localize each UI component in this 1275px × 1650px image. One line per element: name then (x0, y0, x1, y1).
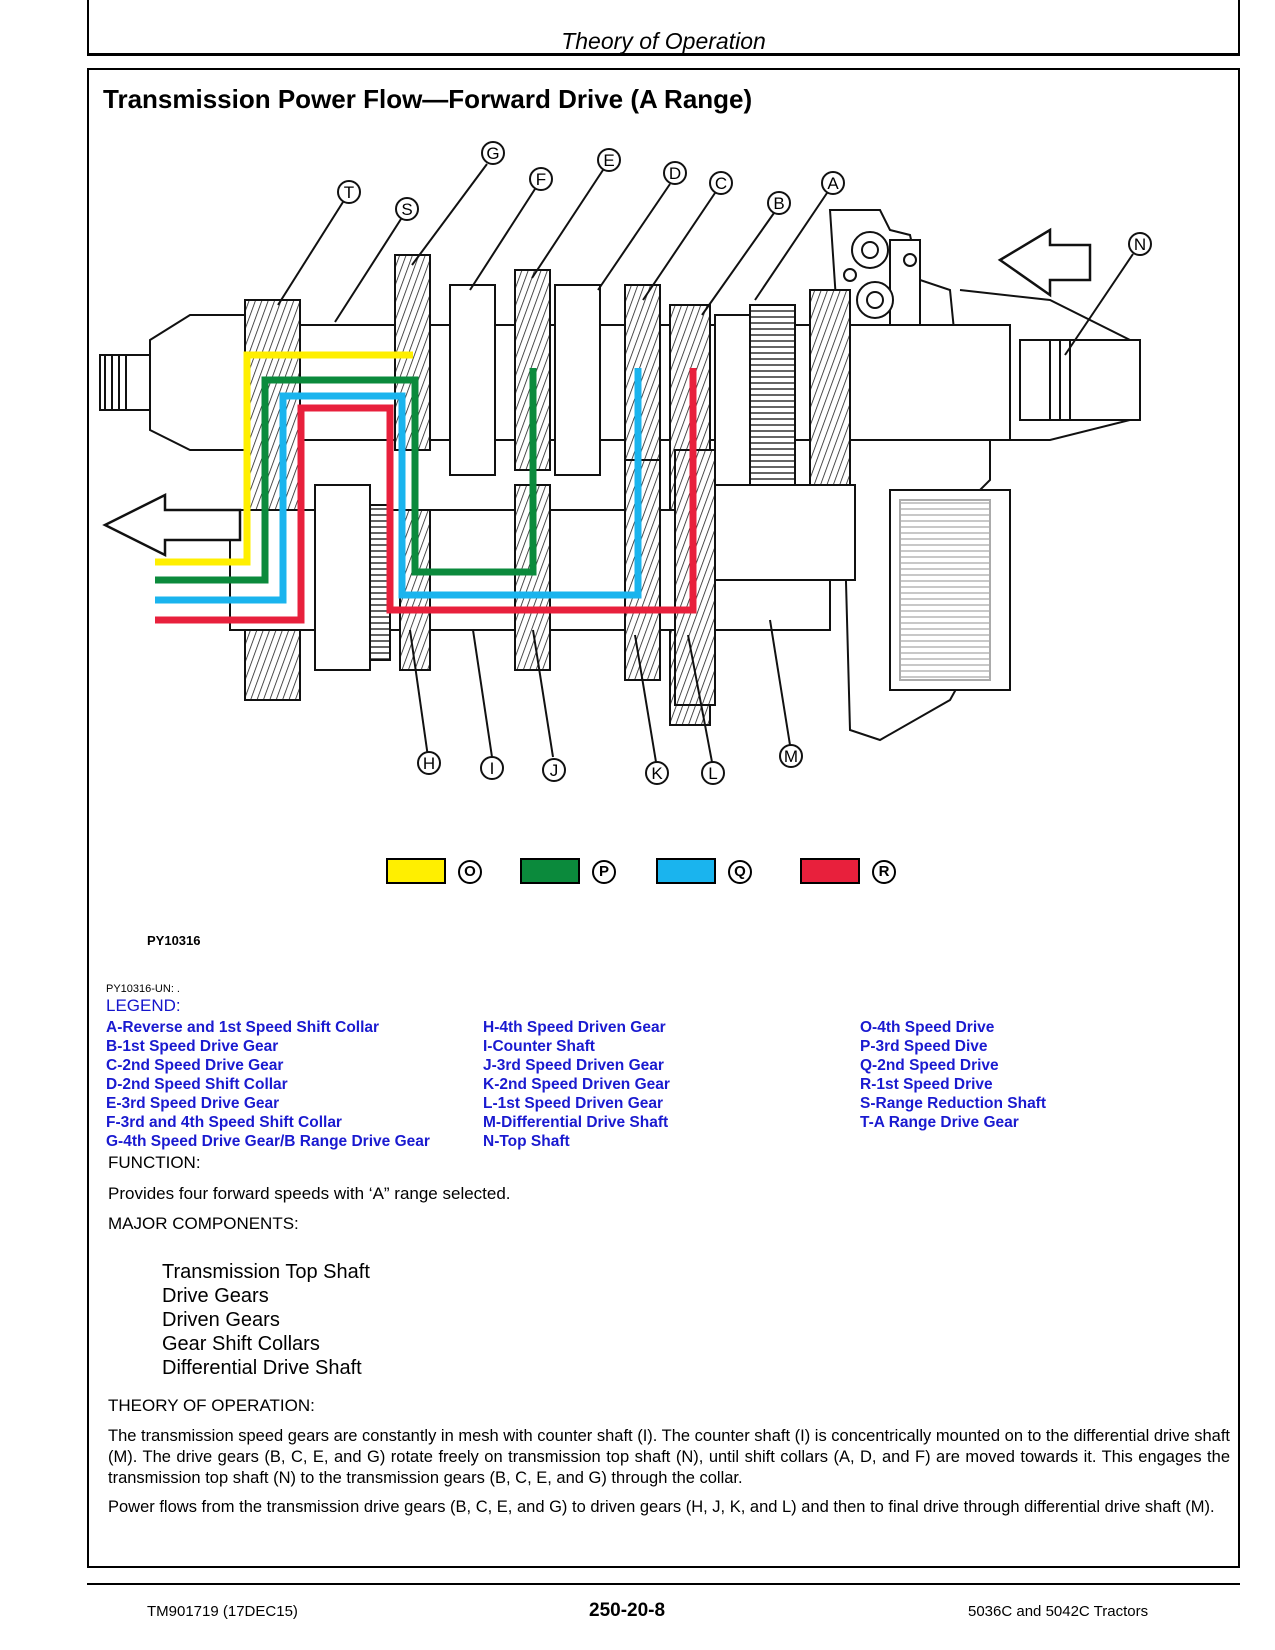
flow-swatch-o (386, 858, 446, 884)
flow-swatch-p (520, 858, 580, 884)
flow-swatch-r (800, 858, 860, 884)
callout-label: C (715, 174, 727, 193)
legend-item: L-1st Speed Driven Gear (483, 1095, 664, 1112)
figure-id: PY10316 (147, 933, 201, 948)
callout-label: M (784, 747, 798, 766)
callout-circles: T S G F E D C B A N H I J K L M (337, 141, 1152, 785)
callout-c: C (709, 171, 733, 195)
output-arrow-icon (102, 492, 242, 558)
content-frame (87, 68, 1240, 1568)
callout-label: L (708, 764, 717, 783)
flow-callout-r: R (872, 860, 896, 884)
legend-item: D-2nd Speed Shift Collar (106, 1076, 288, 1093)
callout-label: G (486, 144, 499, 163)
theory-heading: THEORY OF OPERATION: (108, 1396, 315, 1415)
input-arrow-icon (997, 227, 1092, 298)
legend-column-2: H-4th Speed Driven Gear I-Counter Shaft … (483, 1018, 670, 1151)
figure-un: PY10316-UN: . (106, 983, 180, 995)
transmission-diagram: T S G F E D C B A N H I J K L M (99, 141, 1152, 785)
footer-doc-id: TM901719 (17DEC15) (147, 1603, 298, 1620)
counter-shaft (229, 449, 856, 706)
flow-path-q (155, 368, 642, 604)
flow-path-p (155, 368, 537, 584)
callout-leaders (277, 163, 1134, 763)
components-list: Transmission Top Shaft Drive Gears Drive… (162, 1260, 370, 1380)
callout-label: D (669, 164, 681, 183)
legend-item: S-Range Reduction Shaft (860, 1095, 1047, 1112)
callout-label: A (827, 174, 839, 193)
callout-g: G (481, 141, 505, 165)
callout-label: H (423, 754, 435, 773)
callout-t: T (337, 180, 361, 204)
legend-column-1: A-Reverse and 1st Speed Shift Collar B-1… (106, 1018, 430, 1151)
legend-item: A-Reverse and 1st Speed Shift Collar (106, 1019, 380, 1036)
callout-i: I (480, 756, 504, 780)
header-frame (87, 0, 1240, 56)
callout-d: D (663, 161, 687, 185)
flow-path-o (155, 351, 413, 566)
footer-product: 5036C and 5042C Tractors (968, 1603, 1149, 1620)
legend-item: I-Counter Shaft (483, 1038, 595, 1055)
legend-item: N-Top Shaft (483, 1133, 570, 1150)
callout-label: S (401, 200, 412, 219)
callout-b: B (767, 191, 791, 215)
callout-label: N (1134, 235, 1146, 254)
legend-item: K-2nd Speed Driven Gear (483, 1076, 670, 1093)
callout-a: A (821, 171, 845, 195)
flow-path-r (155, 368, 697, 624)
callout-e: E (597, 148, 621, 172)
component-item: Driven Gears (162, 1309, 280, 1331)
section-header: Theory of Operation (561, 28, 766, 54)
flow-callout-p: P (592, 860, 616, 884)
flow-swatch-q (656, 858, 716, 884)
footer-rule (87, 1583, 1240, 1585)
callout-k: K (645, 761, 669, 785)
callout-j: J (542, 758, 566, 782)
legend-item: P-3rd Speed Dive (860, 1038, 988, 1055)
callout-label: I (490, 759, 495, 778)
callout-label: F (536, 170, 546, 189)
callout-label: K (651, 764, 663, 783)
legend-item: G-4th Speed Drive Gear/B Range Drive Gea… (106, 1133, 430, 1150)
page-number: 250-20-8 (589, 1600, 666, 1621)
callout-m: M (779, 744, 803, 768)
callout-label: B (773, 194, 784, 213)
flow-callout-q: Q (728, 860, 752, 884)
callout-h: H (417, 751, 441, 775)
legend-item: R-1st Speed Drive (860, 1076, 993, 1093)
callout-l: L (701, 761, 725, 785)
theory-paragraph-2: Power flows from the transmission drive … (108, 1498, 1215, 1516)
legend-item: O-4th Speed Drive (860, 1019, 995, 1036)
power-flow-paths (155, 351, 697, 624)
function-text: Provides four forward speeds with ‘A” ra… (108, 1184, 511, 1203)
flow-callout-o: O (458, 860, 482, 884)
callout-s: S (395, 197, 419, 221)
legend-item: B-1st Speed Drive Gear (106, 1038, 279, 1055)
component-item: Transmission Top Shaft (162, 1261, 370, 1283)
callout-label: E (603, 151, 614, 170)
callout-f: F (529, 167, 553, 191)
legend-item: H-4th Speed Driven Gear (483, 1019, 666, 1036)
function-heading: FUNCTION: (108, 1153, 201, 1172)
component-item: Gear Shift Collars (162, 1333, 320, 1355)
legend-column-3: O-4th Speed Drive P-3rd Speed Dive Q-2nd… (860, 1018, 1046, 1132)
transmission-housing (828, 209, 1131, 742)
legend-item: E-3rd Speed Drive Gear (106, 1095, 280, 1112)
theory-paragraph-1: The transmission speed gears are constan… (108, 1427, 1230, 1487)
component-item: Drive Gears (162, 1285, 269, 1307)
legend-item: M-Differential Drive Shaft (483, 1114, 669, 1131)
legend-item: C-2nd Speed Drive Gear (106, 1057, 284, 1074)
legend-heading: LEGEND: (106, 996, 181, 1015)
callout-n: N (1128, 232, 1152, 256)
legend-item: T-A Range Drive Gear (860, 1114, 1019, 1131)
component-item: Differential Drive Shaft (162, 1357, 362, 1379)
callout-label: J (550, 761, 559, 780)
page-title: Transmission Power Flow—Forward Drive (A… (103, 84, 753, 114)
legend-item: Q-2nd Speed Drive (860, 1057, 999, 1074)
legend-item: F-3rd and 4th Speed Shift Collar (106, 1114, 342, 1131)
legend-item: J-3rd Speed Driven Gear (483, 1057, 664, 1074)
callout-label: T (344, 183, 354, 202)
components-heading: MAJOR COMPONENTS: (108, 1214, 299, 1233)
